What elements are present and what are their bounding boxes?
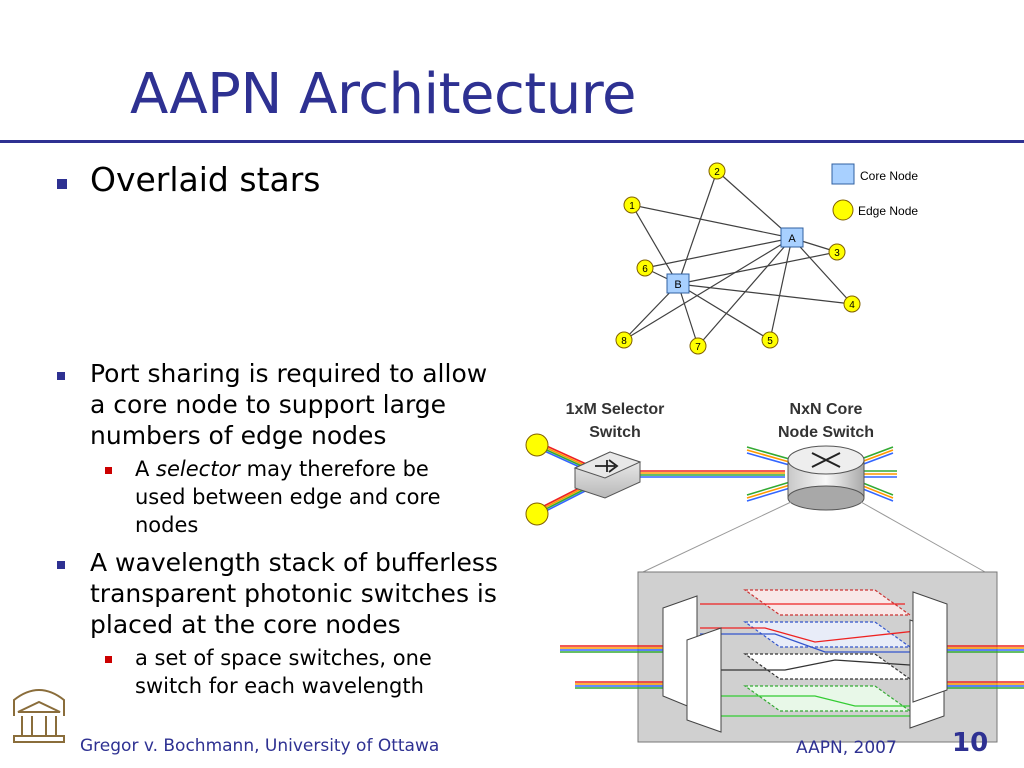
- core-node-b-label: B: [674, 279, 681, 291]
- bullet-1-line-3: numbers of edge nodes: [90, 421, 387, 450]
- selector-emphasis: selector: [156, 457, 240, 481]
- core-node-a: [780, 227, 804, 248]
- switch-architecture-diagram: 1xM Selector Switch NxN Core Node Switch: [525, 401, 1024, 743]
- bullet-1-line-2: a core node to support large: [90, 390, 447, 419]
- main-bullet-text: Overlaid stars: [90, 160, 321, 199]
- edge-nodes: [615, 162, 861, 355]
- footer-author: Gregor v. Bochmann, University of Ottawa: [80, 736, 440, 756]
- sub-bullet-1-marker: [105, 467, 112, 474]
- sub-bullet-1-line-2: used between edge and core: [135, 485, 441, 509]
- sub-bullet-1-line-3: nodes: [135, 513, 199, 537]
- edge-node-3-label: 3: [834, 248, 840, 259]
- title-divider: [0, 140, 1024, 143]
- edge-node-2-label: 2: [714, 167, 720, 178]
- edge-node-7-label: 7: [695, 342, 701, 353]
- slide-title: AAPN Architecture: [130, 62, 636, 127]
- sub-bullet-2-line-2: switch for each wavelength: [135, 674, 424, 698]
- bullet-2-marker: [57, 561, 65, 569]
- legend-edge-swatch: [832, 199, 854, 221]
- main-bullet-marker: [57, 179, 67, 189]
- bullet-2-line-3: placed at the core nodes: [90, 610, 401, 639]
- university-building-logo: [13, 689, 65, 743]
- edge-node-1: [623, 196, 641, 214]
- legend-core-label: Core Node: [860, 169, 918, 183]
- mux-right-upper: [912, 591, 948, 703]
- overlaid-stars-diagram: A B 1 2 3 4 5 6 7 8 Core Node Edge Node: [615, 162, 918, 355]
- edge-node-8-label: 8: [621, 336, 627, 347]
- sub-bullet-2-marker: [105, 656, 112, 663]
- edge-node-5: [761, 331, 779, 349]
- edge-node-7: [689, 337, 707, 355]
- edge-node-4-label: 4: [849, 300, 855, 311]
- edge-node-1-label: 1: [629, 201, 635, 212]
- core-node-b: [666, 273, 690, 294]
- edge-node-6: [636, 259, 654, 277]
- edge-node-8: [615, 331, 633, 349]
- core-node-a-label: A: [788, 233, 796, 245]
- bullet-1-line-1: Port sharing is required to allow: [90, 359, 488, 388]
- bullet-1-marker: [57, 372, 65, 380]
- core-label-line-1: NxN Core: [790, 401, 863, 418]
- star-links: [623, 170, 853, 347]
- footer-event: AAPN, 2007: [796, 738, 897, 758]
- legend-edge-label: Edge Node: [858, 204, 918, 218]
- edge-node-5-label: 5: [767, 336, 773, 347]
- page-number: 10: [952, 728, 989, 758]
- sub-bullet-2-line-1: a set of space switches, one: [135, 646, 432, 670]
- core-switch-icon: [787, 445, 865, 511]
- core-label-line-2: Node Switch: [778, 424, 874, 441]
- switch-edge-node-top: [525, 433, 549, 457]
- selector-label-line-1: 1xM Selector: [566, 401, 665, 418]
- legend-core-swatch: [831, 163, 855, 185]
- selector-switch-icon: [573, 451, 642, 499]
- selector-label-line-2: Switch: [589, 424, 641, 441]
- edge-node-2: [708, 162, 726, 180]
- edge-node-6-label: 6: [642, 264, 648, 275]
- demux-left-lower: [686, 627, 722, 733]
- edge-node-3: [828, 243, 846, 261]
- edge-node-4: [843, 295, 861, 313]
- sub-bullet-1-line-1: A selector may therefore be: [135, 457, 429, 481]
- bullet-2-line-2: transparent photonic switches is: [90, 579, 497, 608]
- bullet-2-line-1: A wavelength stack of bufferless: [90, 548, 498, 577]
- switch-edge-node-bottom: [525, 502, 549, 526]
